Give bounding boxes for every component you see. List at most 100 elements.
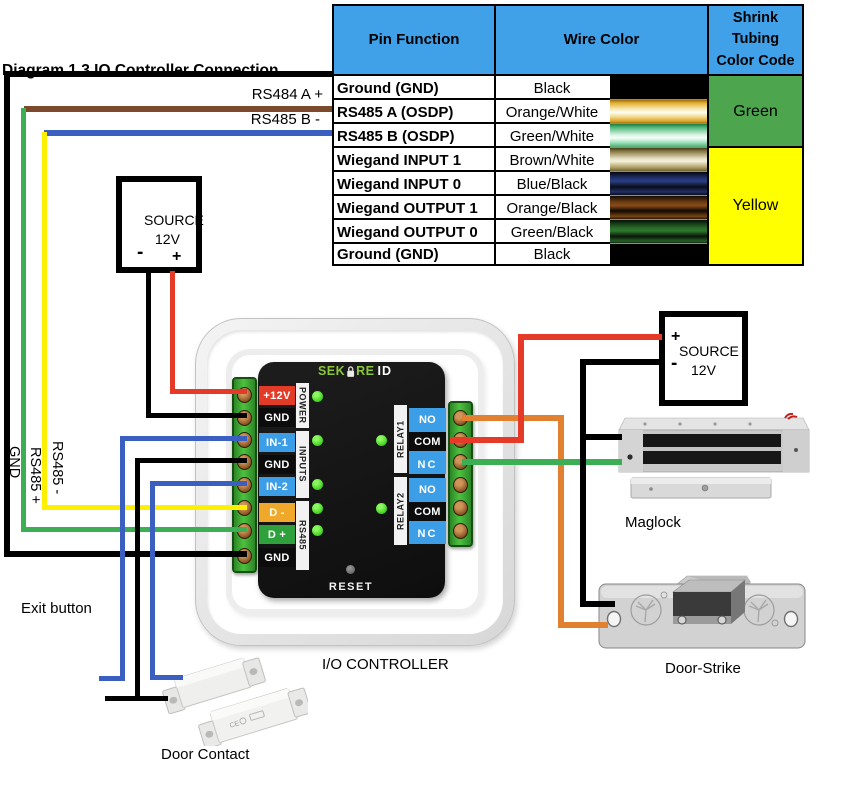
swatch-separator [610, 195, 707, 196]
wire-swatch [610, 220, 709, 244]
table-cell-pin: RS485 B (OSDP) [337, 127, 455, 145]
terminal-label-12v: +12V [259, 386, 295, 405]
table-cell-pin: Wiegand OUTPUT 0 [337, 223, 478, 241]
table-cell-pin: Wiegand OUTPUT 1 [337, 199, 478, 217]
wire-rs485a-horizontal [24, 106, 332, 112]
wire-source-left-plus-horizontal [170, 389, 247, 394]
table-cell-wire-color: Green/White [509, 127, 595, 145]
label-rs485b: RS485 B - [250, 111, 320, 128]
table-gridline [334, 98, 610, 100]
label-rs485-minus-vertical: RS485 - [49, 441, 65, 495]
table-cell-pin: RS485 A (OSDP) [337, 103, 454, 121]
reset-label: RESET [328, 581, 374, 593]
source-right-plus: + [671, 328, 681, 345]
status-led [312, 479, 323, 490]
wire-in1-vertical [120, 436, 125, 681]
brand-logo: SEK RE ID [312, 364, 398, 378]
table-header-pin-function: Pin Function [334, 6, 494, 74]
wire-in2-horizontal [150, 481, 247, 486]
table-gridline [334, 218, 610, 220]
source-left-minus: - [137, 242, 144, 263]
wire-no-orange-to-strike [558, 622, 608, 628]
group-label-power: POWER [296, 383, 309, 428]
brand-id: ID [377, 364, 393, 378]
table-header-wire-color: Wire Color [496, 6, 707, 74]
table-cell-pin: Wiegand INPUT 0 [337, 175, 462, 193]
door-contact-marking: CE [229, 720, 241, 730]
status-led [312, 503, 323, 514]
table-cell-pin: Wiegand INPUT 1 [337, 151, 462, 169]
relay2-com: COM [409, 502, 446, 521]
shrink-separator [709, 146, 802, 148]
label-io-controller: I/O CONTROLLER [322, 656, 449, 673]
wire-in1-stub [99, 676, 125, 681]
wire-nc-green-to-maglock [462, 459, 622, 465]
table-cell-wire-color: Brown/White [509, 151, 595, 169]
wire-black-to-maglock [580, 434, 622, 440]
label-rs485a: RS484 A + [251, 86, 323, 103]
group-label-inputs: INPUTS [296, 431, 309, 498]
wire-swatch [610, 100, 709, 124]
door-contact-image: CE [162, 657, 308, 746]
wire-com-red-vertical [518, 334, 524, 443]
table-gridline [334, 122, 610, 124]
terminal-screw [453, 500, 468, 516]
table-cell-wire-color: Black [533, 79, 571, 97]
wire-dplus-vertical [21, 108, 26, 532]
terminal-screw [453, 523, 468, 539]
wire-dplus-horizontal [21, 527, 247, 532]
label-door-strike: Door-Strike [665, 660, 741, 677]
shrink-tubing-yellow-cell: Yellow [709, 148, 802, 264]
table-gridline [334, 74, 802, 76]
relay1-led [376, 435, 387, 446]
table-cell-pin: Ground (GND) [337, 79, 439, 97]
power-source-right: + SOURCE - 12V [659, 311, 748, 406]
label-gnd-vertical: GND [6, 446, 22, 479]
reset-button [346, 565, 355, 574]
table-cell-wire-color: Orange/White [505, 103, 599, 121]
relay1-nc: NC [417, 458, 438, 471]
wire-com-red-horizontal [450, 437, 524, 443]
wire-swatch [610, 172, 709, 196]
group-label-rs485: RS485 [296, 501, 309, 570]
swatch-separator [610, 243, 707, 244]
relay2-label: RELAY2 [394, 477, 407, 545]
wire-dminus-vertical [42, 132, 47, 510]
status-led [312, 525, 323, 536]
wire-source-right-minus-horizontal [580, 359, 662, 365]
wire-inputs-gnd-vertical [135, 458, 140, 701]
table-cell-wire-color: Orange/Black [506, 199, 598, 217]
swatch-separator [610, 99, 707, 100]
wire-black-to-strike [580, 601, 615, 607]
relay1-no: NO [418, 413, 437, 426]
wire-source-right-minus-vertical [580, 359, 586, 607]
relay2-nc: NC [417, 527, 438, 540]
terminal-label-in1: IN-1 [259, 433, 295, 452]
terminal-label-d-minus: D - [259, 503, 295, 522]
wire-swatch [610, 124, 709, 148]
wire-dminus-horizontal [42, 505, 247, 510]
source-right-name: SOURCE [679, 343, 739, 359]
wire-in2-vertical [150, 481, 155, 680]
wire-swatch [610, 196, 709, 220]
wire-gnd-top-horizontal [4, 71, 332, 77]
table-cell-wire-color: Black [533, 245, 571, 263]
swatch-separator [610, 171, 707, 172]
maglock-image [618, 412, 810, 499]
wire-swatch [610, 244, 709, 264]
pin-function-table: Pin Function Wire Color Shrink Tubing Co… [332, 4, 804, 266]
brand-sek: SEK [317, 364, 346, 378]
wire-source-left-minus-vertical [146, 271, 151, 418]
label-door-contact: Door Contact [161, 746, 250, 763]
power-source-left: SOURCE 12V - + [116, 176, 204, 273]
table-cell-wire-color: Blue/Black [516, 175, 588, 193]
terminal-label-d-plus: D + [259, 525, 295, 544]
wire-no-orange-horizontal [462, 415, 564, 421]
terminal-screw [453, 477, 468, 493]
wire-in1-horizontal [120, 436, 247, 441]
table-cell-pin: Ground (GND) [337, 245, 439, 263]
wire-no-orange-vertical [558, 415, 564, 628]
swatch-separator [610, 147, 707, 148]
label-rs485-plus-vertical: RS485 + [27, 447, 43, 504]
